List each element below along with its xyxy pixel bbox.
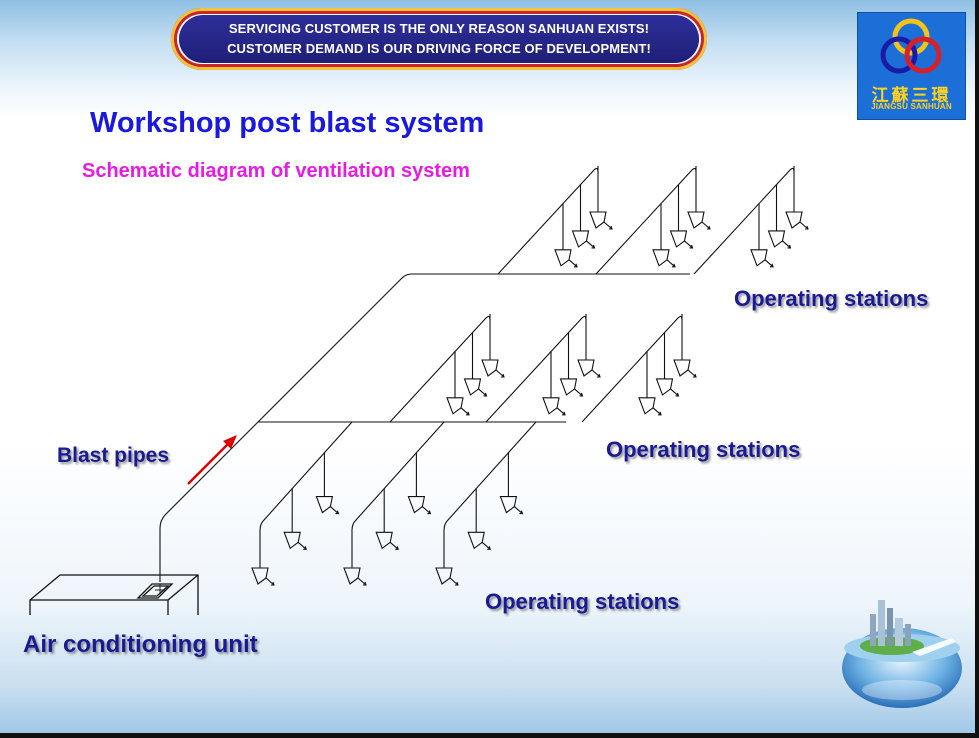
slide-title: Workshop post blast system <box>90 107 485 139</box>
lower-branch-pipe <box>351 421 445 568</box>
air-outlet-terminal <box>375 531 399 550</box>
air-outlet-terminal <box>559 378 584 397</box>
label-operating-stations-lower: Operating stations <box>485 589 680 614</box>
air-outlet-terminal <box>481 359 505 378</box>
logo-chinese-text: 江蘇三環 <box>871 86 952 106</box>
air-outlet-terminal <box>638 397 662 416</box>
air-outlet-terminal <box>767 230 792 249</box>
upper-branch-riser <box>497 167 599 275</box>
sanhuan-logo: 江蘇三環 JIANGSU SANHUAN <box>857 12 966 120</box>
air-outlet-terminal <box>554 249 578 268</box>
logo-english-text: JIANGSU SANHUAN <box>871 102 952 111</box>
logo-ring-red <box>904 36 942 74</box>
blast-pipe-network <box>159 166 809 586</box>
air-outlet-terminal <box>785 211 809 230</box>
air-outlet-terminal <box>251 567 275 586</box>
air-outlet-terminal <box>343 567 367 586</box>
air-outlet-terminal <box>655 378 680 397</box>
air-outlet-terminal <box>577 359 601 378</box>
middle-branch-riser <box>485 315 587 423</box>
air-outlet-terminal <box>542 397 566 416</box>
air-outlet-terminal <box>571 230 596 249</box>
label-operating-stations-middle: Operating stations <box>606 437 801 462</box>
blast-pipe-flow-arrow <box>187 435 237 485</box>
air-outlet-terminal <box>435 567 459 586</box>
air-outlet-terminal <box>669 230 694 249</box>
slide-subtitle: Schematic diagram of ventilation system <box>82 160 470 182</box>
lower-branch-pipe <box>259 421 353 568</box>
air-outlet-terminal <box>589 211 613 230</box>
air-outlet-terminal <box>446 397 470 416</box>
air-conditioning-unit-drawing <box>29 574 199 615</box>
air-outlet-terminal <box>283 531 307 550</box>
label-blast-pipes: Blast pipes <box>57 444 170 467</box>
slogan-line-2: CUSTOMER DEMAND IS OUR DRIVING FORCE OF … <box>227 41 651 56</box>
slogan-banner-inner: SERVICING CUSTOMER IS THE ONLY REASON SA… <box>179 15 699 63</box>
air-outlet-terminal <box>407 496 432 515</box>
air-outlet-terminal <box>687 211 711 230</box>
label-operating-stations-upper: Operating stations <box>734 286 929 311</box>
air-outlet-terminal <box>673 359 697 378</box>
label-air-conditioning-unit: Air conditioning unit <box>23 631 258 658</box>
middle-branch-riser <box>389 315 491 423</box>
air-outlet-terminal <box>750 249 774 268</box>
middle-branch-riser <box>581 315 683 423</box>
city-globe-icon <box>842 600 962 708</box>
air-outlet-terminal <box>499 496 524 515</box>
upper-branch-riser <box>595 167 697 275</box>
three-rings-logo-icon <box>880 18 942 74</box>
pipe-outlet-fitting <box>136 583 174 599</box>
air-outlet-terminal <box>463 378 488 397</box>
upper-branch-riser <box>693 167 795 275</box>
air-outlet-terminal <box>652 249 676 268</box>
main-riser-pipe <box>159 273 690 582</box>
air-outlet-terminal <box>315 496 340 515</box>
slogan-line-1: SERVICING CUSTOMER IS THE ONLY REASON SA… <box>228 21 650 36</box>
lower-branch-pipe <box>443 421 537 568</box>
air-outlet-terminal <box>467 531 491 550</box>
slogan-banner: SERVICING CUSTOMER IS THE ONLY REASON SA… <box>171 8 707 70</box>
logo-ring-blue <box>880 36 918 74</box>
